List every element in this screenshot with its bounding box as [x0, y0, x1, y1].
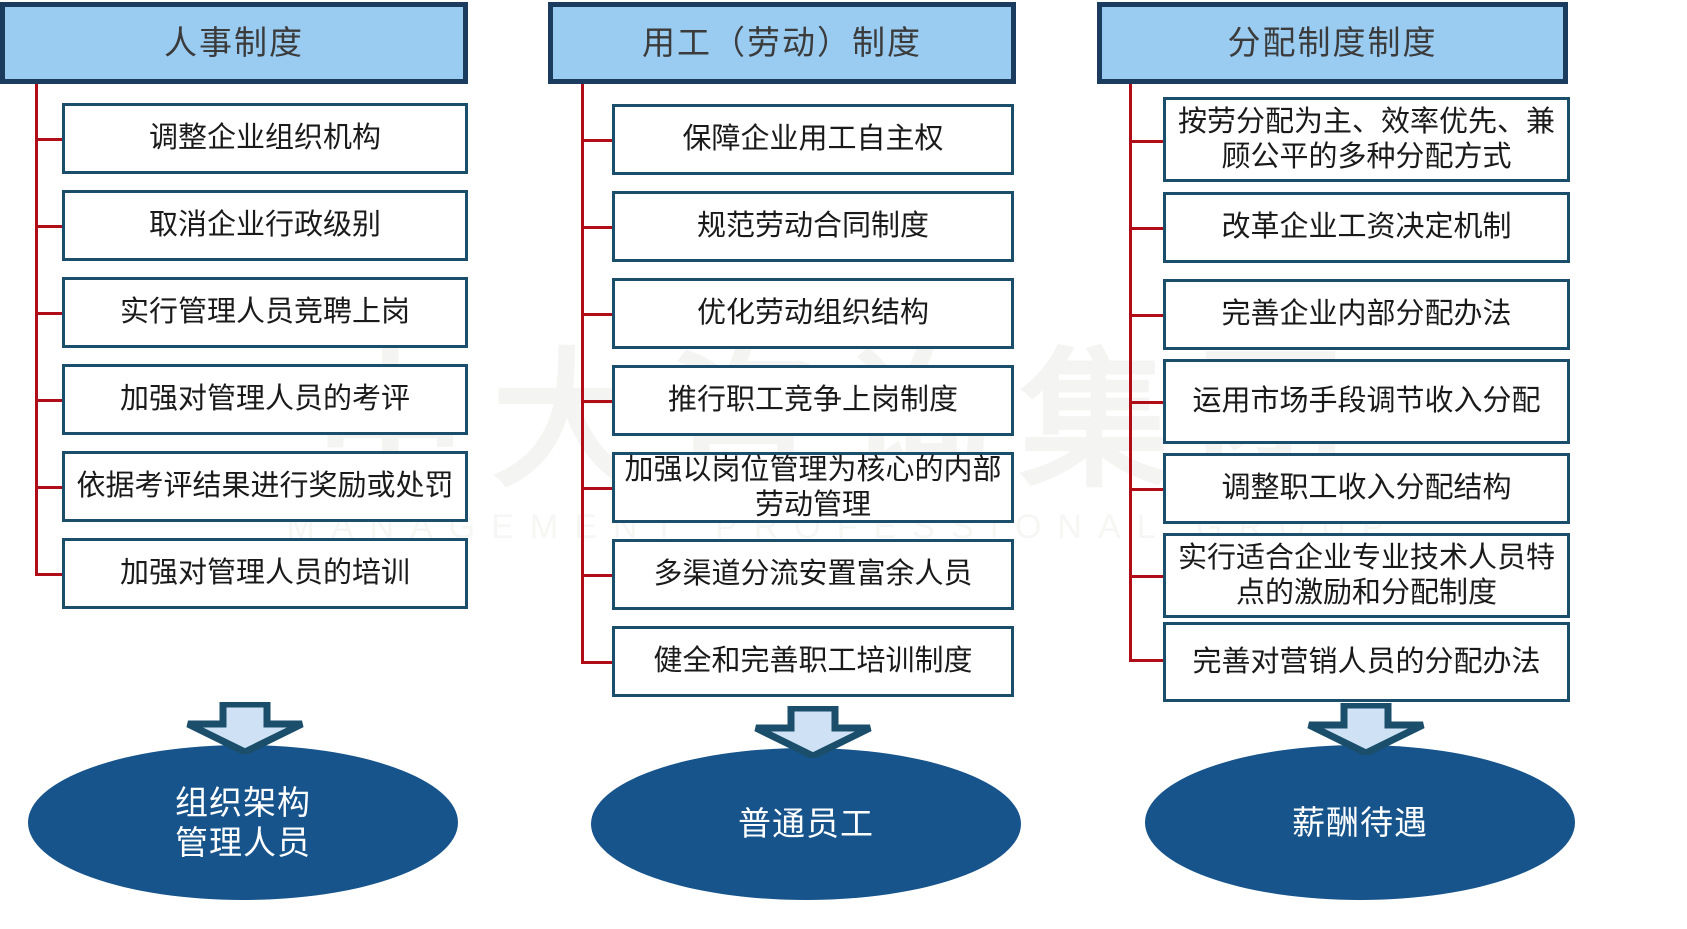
item-box[interactable]: 运用市场手段调节收入分配 — [1163, 359, 1570, 444]
item-box[interactable]: 多渠道分流安置富余人员 — [612, 539, 1014, 610]
item-label: 加强以岗位管理为核心的内部劳动管理 — [624, 454, 1002, 521]
connector-branch-col1-0 — [35, 138, 63, 141]
outcome-label: 普通员工 — [738, 805, 874, 843]
item-box[interactable]: 健全和完善职工培训制度 — [612, 626, 1014, 697]
connector-branch-col2-5 — [581, 574, 613, 577]
item-box[interactable]: 改革企业工资决定机制 — [1163, 192, 1570, 263]
item-box[interactable]: 依据考评结果进行奖励或处罚 — [62, 451, 468, 522]
connector-branch-col2-3 — [581, 400, 613, 403]
item-box[interactable]: 调整企业组织机构 — [62, 103, 468, 174]
outcome-label: 薪酬待遇 — [1292, 803, 1428, 841]
item-label: 多渠道分流安置富余人员 — [653, 558, 973, 591]
connector-branch-col2-1 — [581, 226, 613, 229]
down-arrow-icon — [182, 700, 308, 756]
item-box[interactable]: 规范劳动合同制度 — [612, 191, 1014, 262]
connector-branch-col2-4 — [581, 487, 613, 490]
outcome-label: 组织架构管理人员 — [175, 783, 311, 861]
item-label: 取消企业行政级别 — [148, 209, 381, 242]
item-label: 调整企业组织机构 — [148, 122, 381, 155]
item-label: 加强对管理人员的考评 — [119, 383, 410, 416]
outcome-ellipse[interactable]: 组织架构管理人员 — [28, 745, 458, 900]
item-box[interactable]: 保障企业用工自主权 — [612, 104, 1014, 175]
connector-branch-col1-3 — [35, 399, 63, 402]
item-box[interactable]: 加强以岗位管理为核心的内部劳动管理 — [612, 452, 1014, 523]
connector-branch-col3-6 — [1129, 659, 1165, 662]
connector-branch-col3-0 — [1129, 140, 1165, 143]
connector-branch-col1-2 — [35, 312, 63, 315]
item-label: 实行管理人员竞聘上岗 — [119, 296, 410, 329]
item-box[interactable]: 实行管理人员竞聘上岗 — [62, 277, 468, 348]
connector-branch-col3-5 — [1129, 575, 1165, 578]
item-label: 依据考评结果进行奖励或处罚 — [76, 470, 454, 503]
item-box[interactable]: 加强对管理人员的考评 — [62, 364, 468, 435]
connector-trunk-col2 — [581, 84, 584, 664]
item-box[interactable]: 完善企业内部分配办法 — [1163, 279, 1570, 350]
column-header-label: 分配制度制度 — [1227, 24, 1438, 62]
connector-branch-col1-5 — [35, 573, 63, 576]
column-header-label: 用工（劳动）制度 — [642, 24, 922, 62]
connector-branch-col2-6 — [581, 661, 613, 664]
outcome-ellipse[interactable]: 薪酬待遇 — [1145, 745, 1575, 900]
item-box[interactable]: 按劳分配为主、效率优先、兼顾公平的多种分配方式 — [1163, 97, 1570, 182]
column-header-personnel[interactable]: 人事制度 — [0, 2, 468, 84]
item-label: 健全和完善职工培训制度 — [653, 645, 973, 678]
connector-branch-col1-4 — [35, 486, 63, 489]
item-label: 调整职工收入分配结构 — [1221, 472, 1512, 505]
connector-branch-col3-4 — [1129, 488, 1165, 491]
item-box[interactable]: 加强对管理人员的培训 — [62, 538, 468, 609]
item-label: 按劳分配为主、效率优先、兼顾公平的多种分配方式 — [1177, 106, 1555, 173]
item-label: 改革企业工资决定机制 — [1221, 211, 1512, 244]
column-header-labor[interactable]: 用工（劳动）制度 — [548, 2, 1016, 84]
column-header-label: 人事制度 — [164, 24, 304, 62]
item-label: 运用市场手段调节收入分配 — [1192, 385, 1541, 418]
item-box[interactable]: 取消企业行政级别 — [62, 190, 468, 261]
item-box[interactable]: 推行职工竞争上岗制度 — [612, 365, 1014, 436]
connector-branch-col1-1 — [35, 225, 63, 228]
item-box[interactable]: 实行适合企业专业技术人员特点的激励和分配制度 — [1163, 533, 1570, 618]
connector-branch-col3-1 — [1129, 227, 1165, 230]
column-header-distribution[interactable]: 分配制度制度 — [1097, 2, 1568, 84]
item-label: 完善企业内部分配办法 — [1221, 298, 1512, 331]
connector-trunk-col1 — [35, 84, 38, 576]
item-box[interactable]: 调整职工收入分配结构 — [1163, 453, 1570, 524]
item-label: 完善对营销人员的分配办法 — [1192, 645, 1541, 678]
item-label: 实行适合企业专业技术人员特点的激励和分配制度 — [1177, 542, 1555, 609]
connector-branch-col3-3 — [1129, 401, 1165, 404]
connector-branch-col2-0 — [581, 139, 613, 142]
item-box[interactable]: 优化劳动组织结构 — [612, 278, 1014, 349]
connector-trunk-col3 — [1129, 84, 1132, 662]
outcome-ellipse[interactable]: 普通员工 — [591, 748, 1021, 900]
connector-branch-col2-2 — [581, 313, 613, 316]
down-arrow-icon — [750, 704, 876, 760]
item-box[interactable]: 完善对营销人员的分配办法 — [1163, 622, 1570, 702]
item-label: 保障企业用工自主权 — [682, 123, 944, 156]
item-label: 规范劳动合同制度 — [696, 210, 929, 243]
item-label: 优化劳动组织结构 — [696, 297, 929, 330]
item-label: 加强对管理人员的培训 — [119, 557, 410, 590]
item-label: 推行职工竞争上岗制度 — [667, 384, 958, 417]
down-arrow-icon — [1303, 701, 1429, 757]
connector-branch-col3-2 — [1129, 314, 1165, 317]
